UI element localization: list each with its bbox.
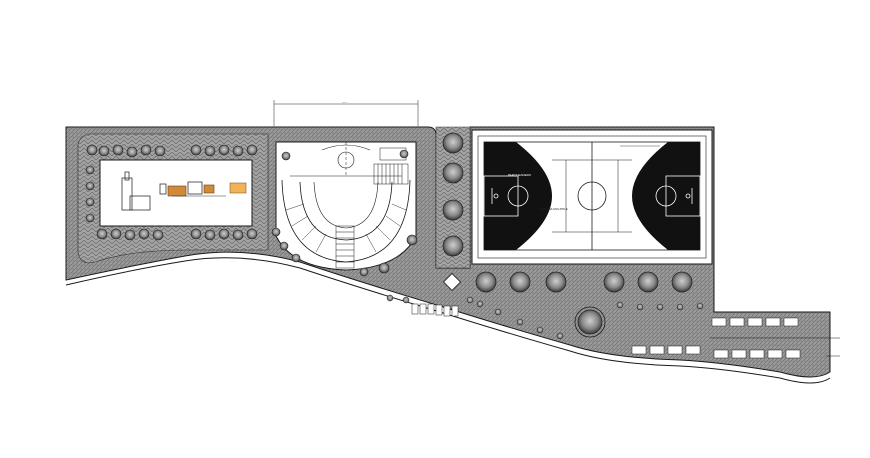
- tree-cluster-amphitheater: [271, 149, 418, 277]
- parking-bays-top: [711, 317, 799, 327]
- tree-column: [442, 132, 464, 257]
- tree-row-playground-left: [85, 165, 95, 223]
- tree-row-playground-top: [86, 144, 258, 158]
- parking-bays-bottom: [631, 345, 801, 359]
- court-label-parking: PARQUEADERO: [508, 173, 532, 177]
- playground-equipment-icon: [121, 171, 247, 211]
- shrub-row-walkway: [386, 294, 704, 340]
- benches: [411, 303, 459, 317]
- court-label-court: CANCHA MULTIPLE: [540, 207, 568, 211]
- amphitheater-seating: [285, 203, 407, 253]
- court-fence: [477, 135, 707, 259]
- amphitheater-inner-ring: [299, 181, 393, 241]
- curved-boundary-line: [65, 257, 831, 384]
- tree-row-playground-bottom: [96, 228, 258, 241]
- stairs-icon: [335, 147, 409, 269]
- court-center-circle: [577, 181, 607, 211]
- amphitheater-building: [275, 141, 417, 271]
- sign-marker: [442, 272, 462, 292]
- basketball-hoop-icon: [491, 188, 693, 204]
- round-planter: [574, 306, 606, 338]
- dimension-label: ___: [341, 99, 347, 103]
- tree-row-court: [475, 271, 693, 335]
